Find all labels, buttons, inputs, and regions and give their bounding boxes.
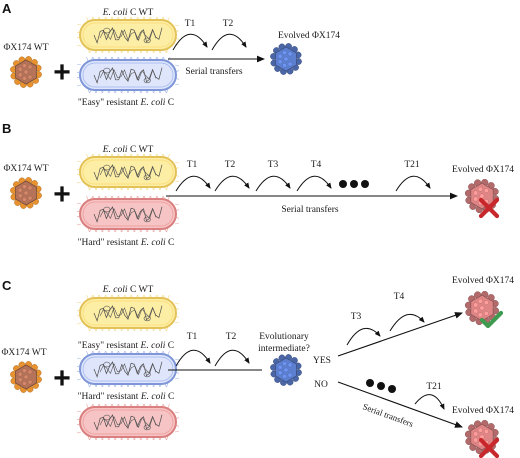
serial-transfers-label: Serial transfers — [281, 204, 339, 215]
phage-intermediate-icon — [270, 354, 302, 386]
panel-b-phage-label: ΦX174 WT — [3, 164, 48, 174]
evolved-phage-label: Evolved ΦX174 — [452, 165, 514, 175]
transfer-arrow — [172, 33, 208, 51]
transfer-label: T2 — [223, 19, 234, 29]
evolved-phage-label: Evolved ΦX174 — [278, 31, 340, 41]
transfer-arrow — [211, 33, 247, 51]
transfer-label: T4 — [311, 160, 322, 170]
transfer-arrow — [214, 349, 250, 367]
transfer-arrow — [296, 175, 332, 192]
green-check-icon — [479, 310, 504, 329]
panel-c: C ΦX174 WT + E. coli C WT "Easy" resista… — [1, 276, 514, 458]
panel-a-letter: A — [2, 1, 12, 16]
transfer-label: T21 — [426, 382, 442, 392]
phage-failed-icon — [464, 419, 500, 455]
transfer-arrow — [214, 175, 250, 192]
serial-transfers-label: Serial transfers — [361, 401, 415, 429]
ecoli-wt-cell-icon — [76, 294, 180, 332]
phage-wt-icon — [10, 177, 42, 209]
plus-sign: + — [53, 178, 71, 211]
transfer-arrow — [175, 175, 211, 192]
transfer-label: T3 — [351, 312, 362, 322]
transfer-label: T1 — [185, 19, 196, 29]
serial-transfers-label: Serial transfers — [185, 66, 243, 77]
red-cross-icon — [478, 437, 500, 458]
host-bottom-label: "Hard" resistant E. coli C — [78, 238, 175, 248]
no-label: NO — [314, 380, 328, 390]
evolved-phage-label: Evolved ΦX174 — [452, 406, 514, 416]
yes-label: YES — [313, 356, 331, 366]
transfer-arrow — [255, 175, 291, 192]
phage-wt-icon — [10, 56, 42, 88]
host-top-label: E. coli C WT — [102, 285, 154, 295]
panel-a: A ΦX174 WT + E. coli C WT "Easy" resista… — [2, 1, 340, 108]
host-bottom-label: "Hard" resistant E. coli C — [78, 392, 175, 402]
ecoli-wt-cell-icon — [76, 16, 180, 54]
panel-b: B ΦX174 WT + E. coli C WT "Hard" resista… — [2, 121, 514, 248]
transfer-arrow — [395, 175, 431, 192]
transfer-arrow — [346, 327, 381, 346]
transfer-label: T3 — [268, 160, 279, 170]
plus-sign: + — [53, 56, 71, 89]
transfer-arrow — [175, 349, 211, 367]
red-cross-icon — [478, 197, 500, 219]
transfer-label: T1 — [187, 332, 198, 342]
intermediate-label: Evolutionary — [259, 332, 309, 342]
no-branch-arrow — [337, 381, 463, 428]
intermediate-label: intermediate? — [258, 344, 310, 354]
panel-a-phage-label: ΦX174 WT — [3, 43, 48, 53]
host-top-label: E. coli C WT — [102, 8, 154, 18]
transfer-label: T4 — [394, 292, 405, 302]
transfer-label: T1 — [187, 160, 198, 170]
ecoli-wt-cell-icon — [76, 153, 180, 191]
transfer-label: T2 — [226, 332, 237, 342]
panel-c-phage-label: ΦX174 WT — [1, 348, 46, 358]
host-bottom-label: "Easy" resistant E. coli C — [78, 98, 174, 108]
host-middle-label: "Easy" resistant E. coli C — [78, 341, 174, 351]
ecoli-hard-resistant-cell-icon — [76, 195, 180, 233]
phage-evolved-icon — [270, 43, 302, 75]
transfer-arrow — [414, 394, 445, 410]
plus-sign: + — [53, 362, 71, 395]
ecoli-easy-resistant-cell-icon — [76, 56, 180, 94]
panel-c-letter: C — [2, 278, 12, 293]
transfer-arrow — [389, 313, 425, 332]
ecoli-hard-resistant-cell-icon — [76, 403, 180, 441]
phage-failed-icon — [464, 178, 500, 214]
evolved-phage-label: Evolved ΦX174 — [452, 276, 514, 286]
panel-b-letter: B — [2, 121, 11, 136]
transfer-label: T21 — [404, 160, 420, 170]
ellipsis-dots — [366, 379, 396, 393]
yes-branch-arrow — [337, 312, 463, 357]
phage-wt-icon — [10, 361, 42, 393]
ecoli-easy-resistant-cell-icon — [76, 350, 180, 388]
transfer-label: T2 — [225, 160, 236, 170]
ellipsis-dots — [339, 180, 369, 188]
host-top-label: E. coli C WT — [102, 145, 154, 155]
